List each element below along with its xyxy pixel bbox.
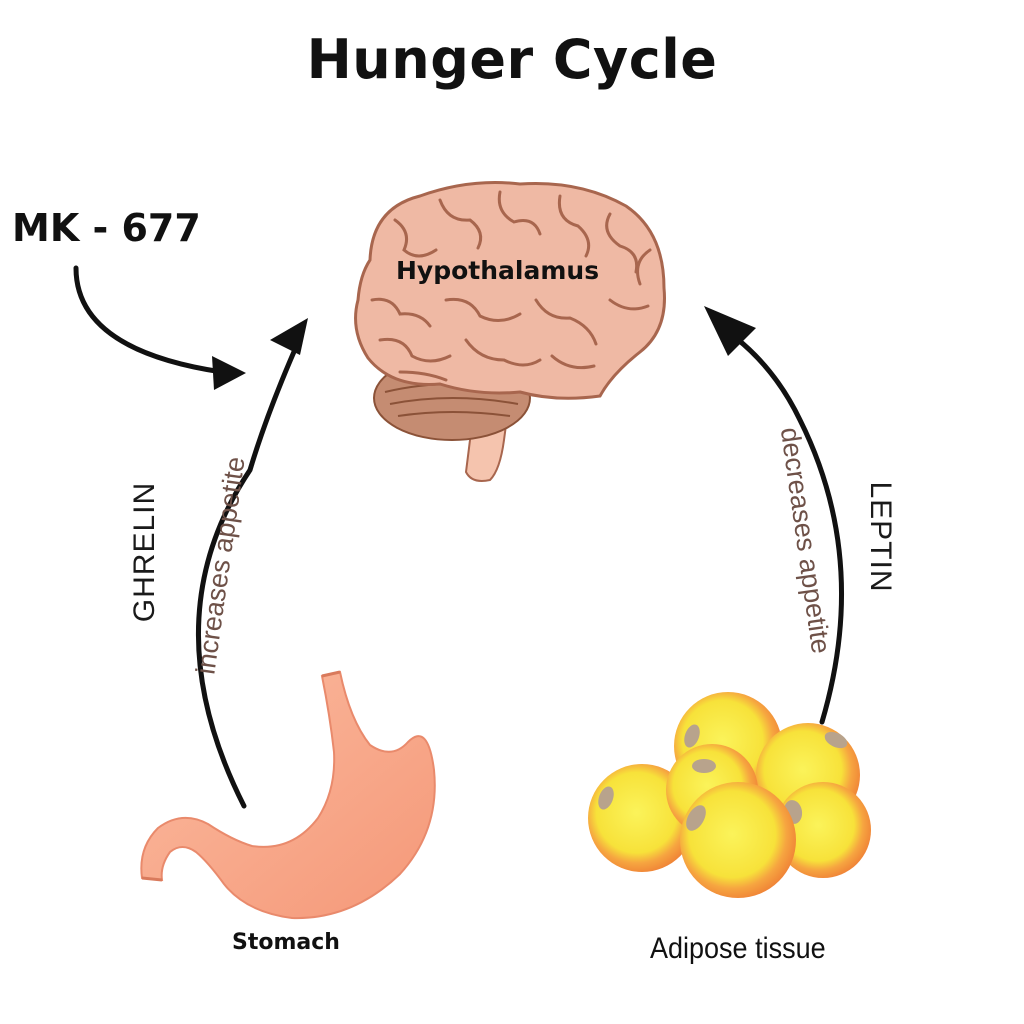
ghrelin-arrow-icon xyxy=(196,335,303,809)
adipose-tissue-label: Adipose tissue xyxy=(650,932,826,965)
brain-icon xyxy=(354,181,666,482)
leptin-arrow-icon xyxy=(733,335,844,725)
stomach-label: Stomach xyxy=(232,930,340,955)
ghrelin-arrowhead-icon xyxy=(270,318,308,355)
mk677-arrowhead-icon xyxy=(212,356,246,390)
leptin-arrowhead-icon xyxy=(704,306,756,356)
mk677-arrow-icon xyxy=(73,265,225,375)
adipose-tissue-icon xyxy=(588,692,871,898)
hypothalamus-label: Hypothalamus xyxy=(396,256,600,285)
stomach-icon xyxy=(140,670,436,920)
leptin-label: LEPTIN xyxy=(864,481,897,593)
ghrelin-label: GHRELIN xyxy=(128,481,161,623)
diagram-title: Hunger Cycle xyxy=(306,28,718,91)
drug-label: MK - 677 xyxy=(12,206,201,250)
